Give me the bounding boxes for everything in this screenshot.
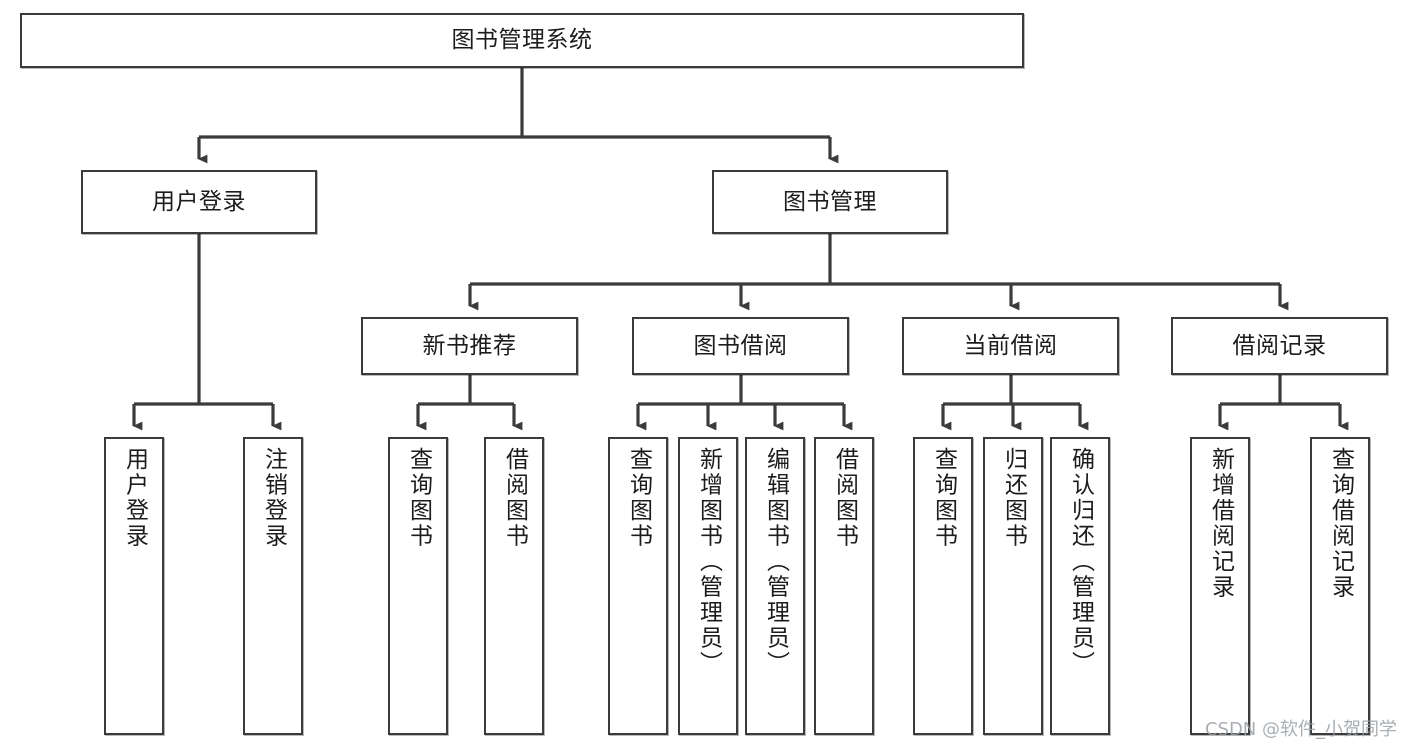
node-root[interactable]: 图书管理系统: [20, 13, 1024, 68]
node-label: 用户登录: [121, 447, 148, 549]
node-leaf-new-borrow[interactable]: 借阅图书: [484, 437, 544, 735]
node-records[interactable]: 借阅记录: [1171, 317, 1388, 375]
node-leaf-rec-query[interactable]: 查询借阅记录: [1310, 437, 1370, 735]
node-newbook[interactable]: 新书推荐: [361, 317, 578, 375]
node-label: 借阅图书: [831, 447, 858, 549]
connector-bus-borrow: [638, 375, 844, 406]
node-leaf-borrow-lend[interactable]: 借阅图书: [814, 437, 874, 735]
node-label: 借阅图书: [501, 447, 528, 549]
node-label: 图书借阅: [693, 332, 788, 359]
node-label: 查询借阅记录: [1327, 447, 1354, 600]
node-label: 编辑图书（管理员）: [762, 447, 789, 677]
node-label: 新增图书（管理员）: [695, 447, 722, 677]
node-label: 图书管理系统: [451, 27, 593, 54]
node-label: 确认归还（管理员）: [1067, 447, 1094, 677]
connector-bus-newbook: [418, 375, 514, 406]
connector-bus-root: [199, 68, 830, 139]
connector-bus-records: [1220, 375, 1340, 406]
node-login[interactable]: 用户登录: [81, 170, 317, 234]
node-label: 注销登录: [260, 447, 287, 549]
node-label: 归还图书: [1000, 447, 1027, 549]
connector-bus-login: [134, 234, 273, 406]
node-label: 当前借阅: [963, 332, 1058, 359]
node-label: 借阅记录: [1232, 332, 1327, 359]
node-leaf-cur-query[interactable]: 查询图书: [913, 437, 973, 735]
node-label: 新增借阅记录: [1207, 447, 1234, 600]
node-leaf-user-login[interactable]: 用户登录: [104, 437, 164, 735]
node-bookmgmt[interactable]: 图书管理: [712, 170, 948, 234]
node-leaf-cur-confirm[interactable]: 确认归还（管理员）: [1050, 437, 1110, 735]
node-label: 图书管理: [783, 188, 877, 215]
node-leaf-borrow-query[interactable]: 查询图书: [608, 437, 668, 735]
node-borrow[interactable]: 图书借阅: [632, 317, 849, 375]
node-leaf-borrow-edit[interactable]: 编辑图书（管理员）: [745, 437, 805, 735]
node-leaf-borrow-add[interactable]: 新增图书（管理员）: [678, 437, 738, 735]
node-leaf-user-logout[interactable]: 注销登录: [243, 437, 303, 735]
node-current[interactable]: 当前借阅: [902, 317, 1119, 375]
node-leaf-cur-return[interactable]: 归还图书: [983, 437, 1043, 735]
node-label: 用户登录: [152, 188, 246, 215]
node-label: 查询图书: [930, 447, 957, 549]
node-label: 查询图书: [625, 447, 652, 549]
connector-bus-current: [943, 375, 1080, 406]
node-label: 新书推荐: [422, 332, 517, 359]
node-leaf-new-query[interactable]: 查询图书: [388, 437, 448, 735]
connector-bus-bookmgmt: [470, 234, 1280, 286]
node-label: 查询图书: [405, 447, 432, 549]
node-leaf-rec-add[interactable]: 新增借阅记录: [1190, 437, 1250, 735]
